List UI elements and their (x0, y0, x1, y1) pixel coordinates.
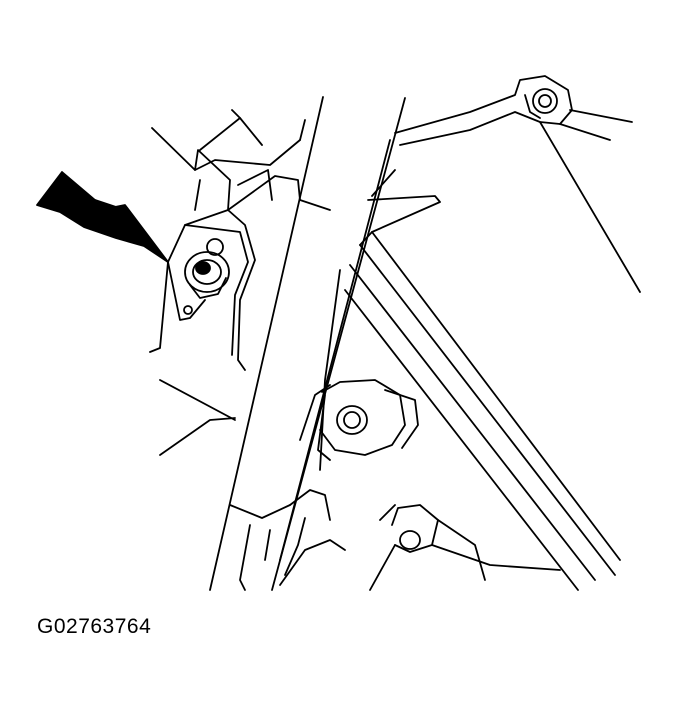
central-body (299, 269, 341, 471)
diagonal-rails (344, 169, 621, 591)
lower-stud (369, 504, 561, 591)
component-illustration (36, 75, 641, 591)
misc-edges (194, 109, 331, 211)
mounting-bracket (149, 117, 301, 421)
bolt-icon (183, 238, 230, 315)
figure-id-label: G02763764 (37, 615, 152, 638)
upper-rod (394, 75, 641, 293)
main-strut (209, 96, 406, 591)
center-boss (319, 379, 419, 456)
lower-bracket (159, 417, 346, 591)
pointer-arrow-icon (36, 171, 169, 263)
